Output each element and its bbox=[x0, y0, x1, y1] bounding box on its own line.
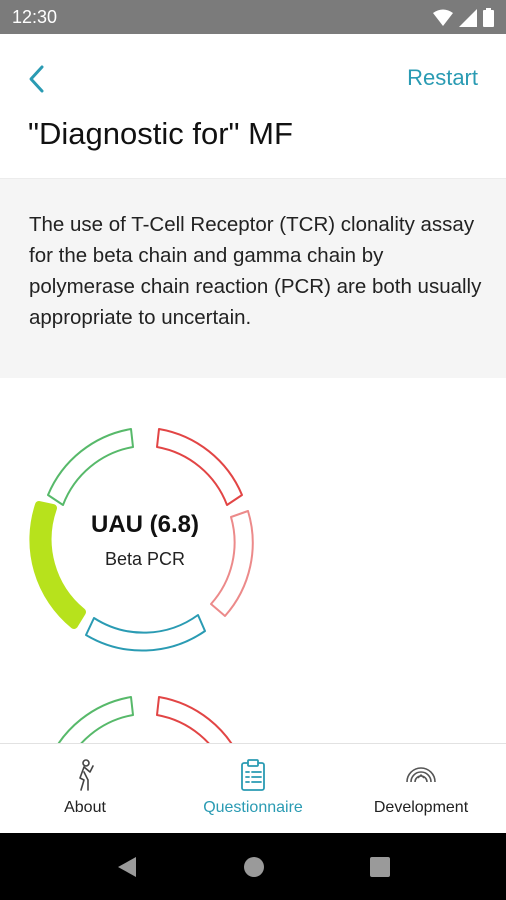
nav-label-about: About bbox=[64, 799, 106, 816]
score-label: UAU (6.8) bbox=[90, 511, 199, 538]
ring-segment-appropriate bbox=[47, 428, 134, 506]
appropriateness-ring bbox=[57, 696, 233, 743]
home-circle-icon[interactable] bbox=[240, 853, 268, 881]
back-triangle-icon[interactable] bbox=[112, 853, 140, 881]
nav-item-about[interactable]: About bbox=[0, 744, 170, 834]
ring-segment-inappropriate bbox=[156, 696, 233, 743]
chevron-left-icon bbox=[29, 65, 44, 93]
ring-segment-inappropriate bbox=[156, 428, 243, 506]
ring-segment-appropriate bbox=[57, 696, 134, 743]
restart-button[interactable]: Restart bbox=[407, 65, 478, 90]
recents-square-icon[interactable] bbox=[366, 853, 394, 881]
status-time: 12:30 bbox=[12, 7, 58, 27]
bottom-nav: About Questionnaire Development bbox=[0, 743, 506, 834]
status-bar: 12:30 bbox=[0, 0, 506, 34]
procedure-label: Beta PCR bbox=[104, 549, 186, 569]
nav-item-questionnaire[interactable]: Questionnaire bbox=[170, 744, 336, 834]
results-list[interactable]: UAU (6.8) Beta PCR bbox=[0, 378, 506, 743]
nav-label-development: Development bbox=[373, 799, 469, 816]
nav-label-questionnaire: Questionnaire bbox=[203, 799, 303, 816]
rainbow-icon bbox=[406, 767, 436, 783]
ring-segment-highlight bbox=[29, 501, 86, 629]
wifi-icon bbox=[433, 9, 453, 26]
battery-icon bbox=[483, 8, 494, 27]
clipboard-icon bbox=[241, 759, 265, 791]
ring-segment-uncertain bbox=[85, 614, 206, 652]
back-button[interactable] bbox=[22, 62, 56, 96]
ring-segment-inappropriate bbox=[210, 510, 254, 617]
system-nav-bar bbox=[0, 833, 506, 900]
nav-item-development[interactable]: Development bbox=[336, 744, 506, 834]
person-icon bbox=[79, 759, 94, 791]
page-title: "Diagnostic for" MF bbox=[28, 116, 293, 151]
appropriateness-ring bbox=[29, 428, 254, 652]
header: Restart "Diagnostic for" MF bbox=[0, 34, 506, 178]
summary-text: The use of T-Cell Receptor (TCR) clonali… bbox=[29, 213, 482, 329]
signal-icon bbox=[459, 8, 477, 27]
result-card[interactable] bbox=[22, 684, 268, 743]
result-card[interactable]: UAU (6.8) Beta PCR bbox=[22, 416, 268, 662]
status-icons bbox=[433, 8, 494, 27]
summary-panel: The use of T-Cell Receptor (TCR) clonali… bbox=[0, 178, 506, 379]
